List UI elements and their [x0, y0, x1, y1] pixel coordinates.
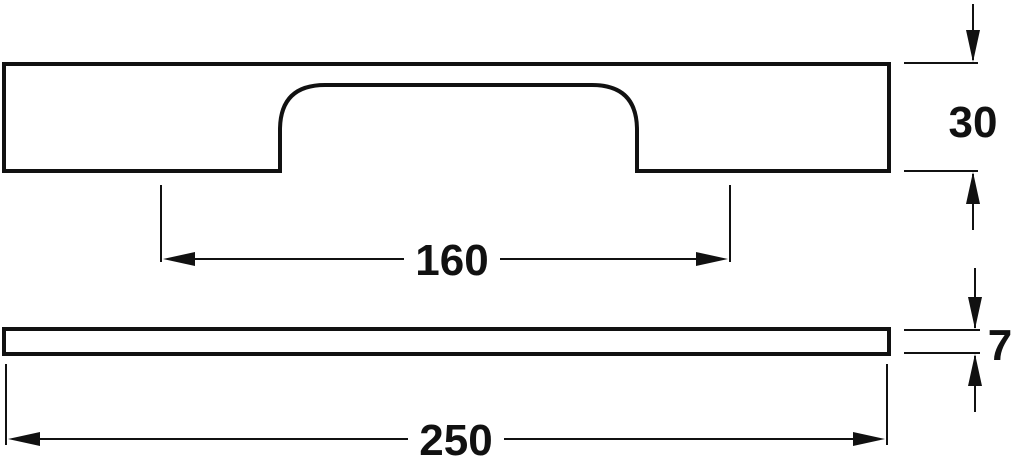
arrowhead-down	[966, 30, 980, 62]
arrowhead-up	[968, 354, 982, 386]
thickness-dimension: 7	[904, 268, 1012, 412]
overall-length-label: 250	[419, 416, 492, 465]
hole-spacing-dimension: 160	[160, 185, 731, 285]
hole-spacing-label: 160	[415, 236, 488, 285]
arrowhead-left	[8, 432, 40, 446]
arrowhead-left	[163, 252, 195, 266]
height-label: 30	[949, 98, 998, 147]
handle-top-view-outline	[2, 327, 891, 356]
height-dimension: 30	[904, 4, 997, 230]
handle-front-view-outline	[2, 62, 891, 173]
arrowhead-up	[966, 172, 980, 204]
overall-length-dimension: 250	[5, 364, 888, 465]
thickness-label: 7	[988, 321, 1012, 370]
arrowhead-down	[968, 297, 982, 329]
arrowhead-right	[696, 252, 728, 266]
arrowhead-right	[853, 432, 885, 446]
